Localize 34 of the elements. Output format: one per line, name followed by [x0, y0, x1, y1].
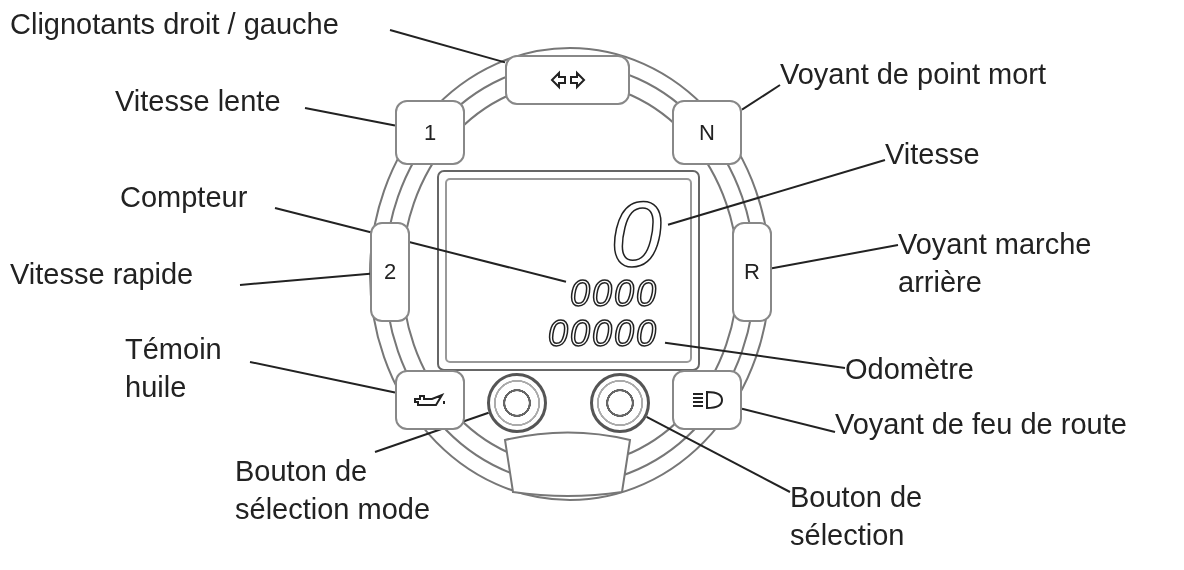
- callout-label: Bouton de sélection: [790, 478, 955, 558]
- leader-line: [771, 244, 899, 270]
- leader-line: [274, 207, 567, 283]
- leader-line: [249, 361, 396, 394]
- callout-label: Odomètre: [845, 350, 995, 388]
- leader-line: [741, 84, 781, 111]
- indicator-segment: [672, 370, 742, 430]
- indicator-segment: N: [672, 100, 742, 165]
- indicator-segment: R: [732, 222, 772, 322]
- leader-line: [741, 407, 836, 433]
- odometer-digits: 00000: [541, 318, 665, 350]
- callout-label: Vitesse lente: [115, 82, 305, 120]
- callout-label: Témoin huile: [125, 330, 250, 410]
- callout-label: Bouton de sélection mode: [235, 452, 465, 532]
- speed-digit: 0: [606, 193, 668, 275]
- indicator-segment: 2: [370, 222, 410, 322]
- indicator-segment: [505, 55, 630, 105]
- callout-label: Compteur: [120, 178, 275, 216]
- leader-line: [239, 272, 371, 286]
- indicator-segment: 1: [395, 100, 465, 165]
- leader-line: [664, 341, 846, 369]
- leader-line: [389, 29, 506, 64]
- callout-label: Vitesse rapide: [10, 255, 240, 293]
- callout-label: Clignotants droit / gauche: [10, 5, 390, 43]
- callout-label: Vitesse: [885, 135, 1000, 173]
- leader-line: [374, 411, 490, 453]
- leader-line: [667, 159, 886, 226]
- leader-line: [645, 415, 791, 493]
- trip-counter-digits: 0000: [566, 278, 662, 310]
- callout-label: Voyant de point mort: [780, 55, 1100, 93]
- leader-line: [304, 107, 396, 127]
- callout-label: Voyant marche arrière: [898, 225, 1113, 305]
- indicator-segment: [395, 370, 465, 430]
- callout-label: Voyant de feu de route: [835, 405, 1175, 443]
